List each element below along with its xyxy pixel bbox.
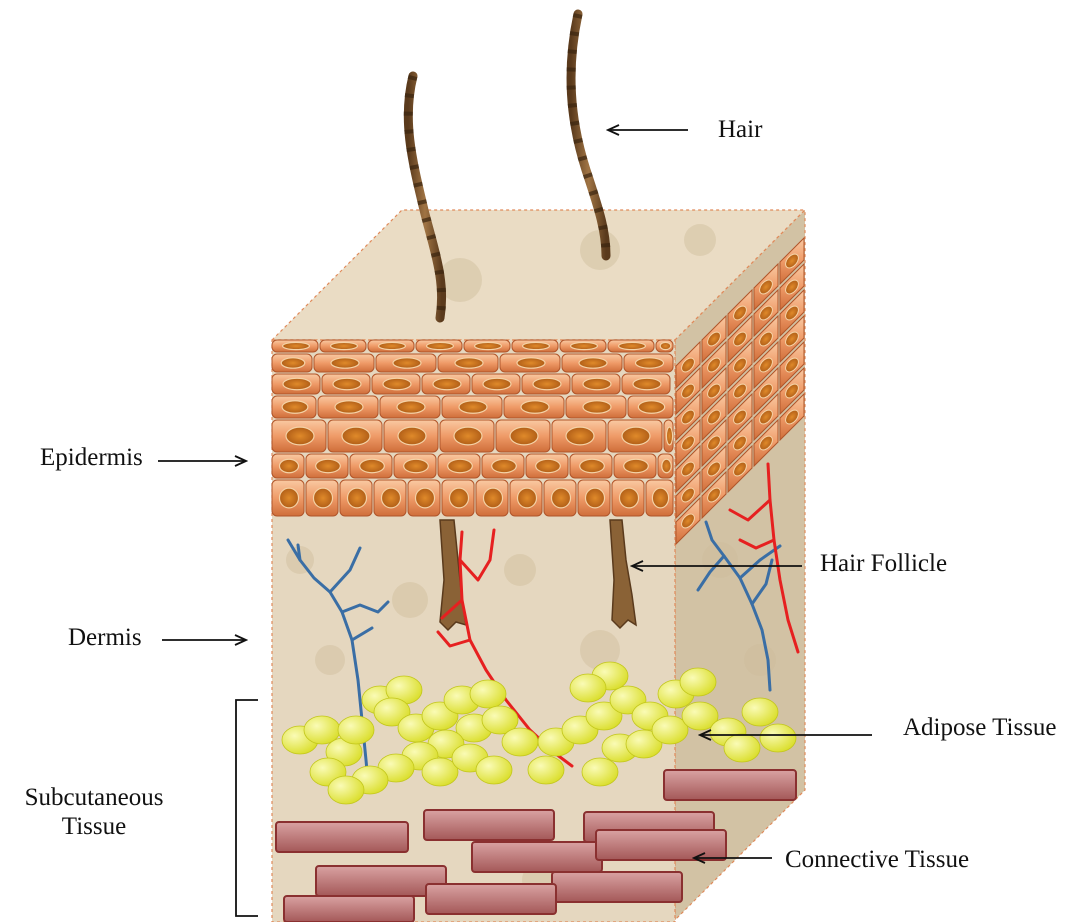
cell-nucleus: [475, 342, 502, 349]
connective-fiber: [424, 810, 554, 840]
adipose-cell: [476, 756, 512, 784]
cell-nucleus: [619, 342, 646, 349]
cell-nucleus: [448, 459, 473, 473]
connective-fiber: [552, 872, 682, 902]
cell-nucleus: [551, 488, 570, 508]
cell-nucleus: [580, 459, 605, 473]
cell-nucleus: [638, 401, 664, 413]
cell-nucleus: [397, 401, 425, 413]
adipose-cell: [470, 680, 506, 708]
cell-nucleus: [449, 488, 468, 508]
label-dermis: Dermis: [68, 624, 142, 653]
cell-nucleus: [662, 459, 672, 473]
cell-nucleus: [517, 488, 536, 508]
connective-fiber: [284, 896, 414, 922]
cell-nucleus: [404, 459, 429, 473]
cell-nucleus: [622, 427, 650, 445]
cell-nucleus: [583, 378, 611, 389]
cell-nucleus: [379, 342, 406, 349]
cell-nucleus: [483, 378, 511, 389]
subcutaneous-bracket: [236, 700, 258, 916]
adipose-cell: [760, 724, 796, 752]
label-epidermis: Epidermis: [40, 444, 143, 473]
cell-nucleus: [455, 358, 483, 368]
adipose-cell: [742, 698, 778, 726]
connective-fiber: [276, 822, 408, 852]
cell-nucleus: [459, 401, 487, 413]
adipose-cell: [528, 756, 564, 784]
cell-nucleus: [279, 459, 298, 473]
cell-nucleus: [583, 401, 611, 413]
cell-nucleus: [454, 427, 482, 445]
connective-fiber: [472, 842, 602, 872]
label-adipose-tissue: Adipose Tissue: [903, 714, 1057, 743]
cell-nucleus: [536, 459, 561, 473]
cell-nucleus: [652, 488, 668, 508]
cell-nucleus: [281, 358, 305, 368]
adipose-cell: [570, 674, 606, 702]
cell-nucleus: [660, 342, 671, 349]
label-connective-tissue: Connective Tissue: [785, 846, 969, 875]
cell-nucleus: [383, 378, 411, 389]
label-hair-follicle: Hair Follicle: [820, 550, 947, 579]
cell-nucleus: [331, 358, 359, 368]
cell-nucleus: [347, 488, 366, 508]
cell-nucleus: [619, 488, 638, 508]
cell-nucleus: [533, 378, 561, 389]
cell-nucleus: [342, 427, 370, 445]
cell-nucleus: [521, 401, 549, 413]
connective-fiber: [596, 830, 726, 860]
label-subcutaneous-line2: Tissue: [10, 813, 178, 842]
cell-nucleus: [360, 459, 385, 473]
cell-nucleus: [286, 427, 314, 445]
adipose-cell: [680, 668, 716, 696]
cell-nucleus: [579, 358, 607, 368]
connective-fiber: [664, 770, 796, 800]
cell-nucleus: [433, 378, 461, 389]
cell-nucleus: [283, 378, 311, 389]
cell-nucleus: [624, 459, 649, 473]
cell-nucleus: [279, 488, 298, 508]
cell-nucleus: [636, 358, 664, 368]
cell-nucleus: [381, 488, 400, 508]
adipose-cell: [582, 758, 618, 786]
cell-nucleus: [331, 342, 358, 349]
cell-nucleus: [415, 488, 434, 508]
adipose-cell: [724, 734, 760, 762]
cell-nucleus: [398, 427, 426, 445]
cell-nucleus: [333, 378, 361, 389]
cell-nucleus: [313, 488, 332, 508]
cell-nucleus: [566, 427, 594, 445]
cell-nucleus: [483, 488, 502, 508]
cell-nucleus: [316, 459, 341, 473]
cell-nucleus: [523, 342, 550, 349]
cell-nucleus: [393, 358, 421, 368]
cell-nucleus: [283, 342, 310, 349]
adipose-cell: [338, 716, 374, 744]
connective-fiber: [426, 884, 556, 914]
cell-nucleus: [282, 401, 308, 413]
cell-nucleus: [666, 427, 672, 445]
cell-nucleus: [571, 342, 598, 349]
epidermis-cells-front: [272, 340, 673, 516]
cell-nucleus: [492, 459, 517, 473]
label-subcutaneous-tissue: Subcutaneous Tissue: [10, 784, 178, 842]
adipose-cell: [502, 728, 538, 756]
adipose-cell: [328, 776, 364, 804]
label-subcutaneous-line1: Subcutaneous: [10, 784, 178, 813]
cell-nucleus: [585, 488, 604, 508]
cell-nucleus: [517, 358, 545, 368]
label-hair: Hair: [718, 116, 762, 145]
cell-nucleus: [510, 427, 538, 445]
cell-nucleus: [335, 401, 363, 413]
cell-nucleus: [427, 342, 454, 349]
cell-nucleus: [633, 378, 661, 389]
